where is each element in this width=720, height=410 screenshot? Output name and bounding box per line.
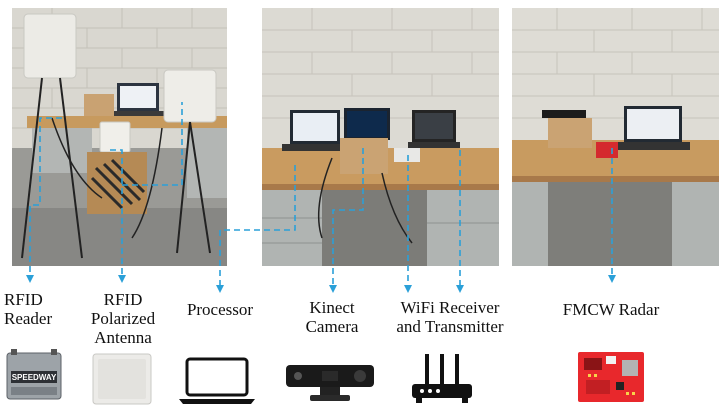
connector-processor: [219, 165, 296, 285]
router-icon: [410, 352, 474, 404]
arrow-radar: [608, 275, 616, 283]
laptop-icon: [177, 357, 257, 405]
connector-kinect: [332, 148, 364, 285]
label-processor: Processor: [186, 300, 254, 319]
arrow-kinect: [329, 285, 337, 293]
arrow-wifi-receiver: [404, 285, 412, 293]
rfid-reader-icon: SPEEDWAY: [3, 347, 65, 402]
label-kinect-camera: Kinect Camera: [305, 298, 359, 336]
connector-rfid-reader: [29, 117, 62, 275]
connector-rfid-antenna-2: [122, 102, 183, 186]
antenna-panel-icon: [92, 353, 152, 405]
arrow-rfid-antenna: [118, 275, 126, 283]
label-fmcw-radar: FMCW Radar: [562, 300, 660, 319]
label-wifi: WiFi Receiver and Transmitter: [396, 298, 504, 336]
arrow-rfid-reader: [26, 275, 34, 283]
connector-rfid-antenna: [110, 149, 123, 275]
kinect-sensor-icon: [284, 363, 376, 403]
arrow-processor: [216, 285, 224, 293]
photo-radar-setup: [512, 8, 719, 266]
arrow-wifi-transmitter: [456, 285, 464, 293]
photo-desk-setup: [262, 8, 499, 266]
photo-rfid-setup: [12, 8, 227, 266]
radar-board-icon: [576, 350, 646, 404]
label-rfid-antenna: RFID Polarized Antenna: [90, 290, 156, 347]
label-rfid-reader: RFID Reader: [4, 290, 53, 328]
reader-brand-text: SPEEDWAY: [12, 373, 57, 382]
